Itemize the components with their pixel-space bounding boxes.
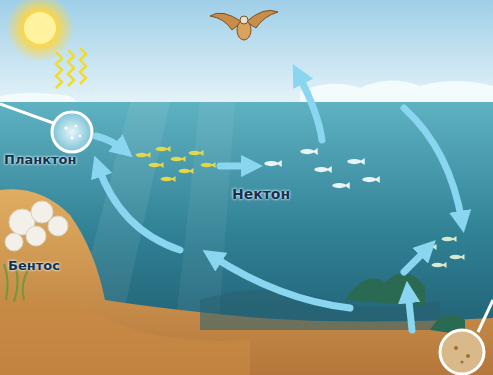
- zone-label: Бентос: [8, 258, 60, 273]
- zone-label: Нектон: [232, 186, 290, 202]
- zone-label: Планктон: [4, 152, 76, 167]
